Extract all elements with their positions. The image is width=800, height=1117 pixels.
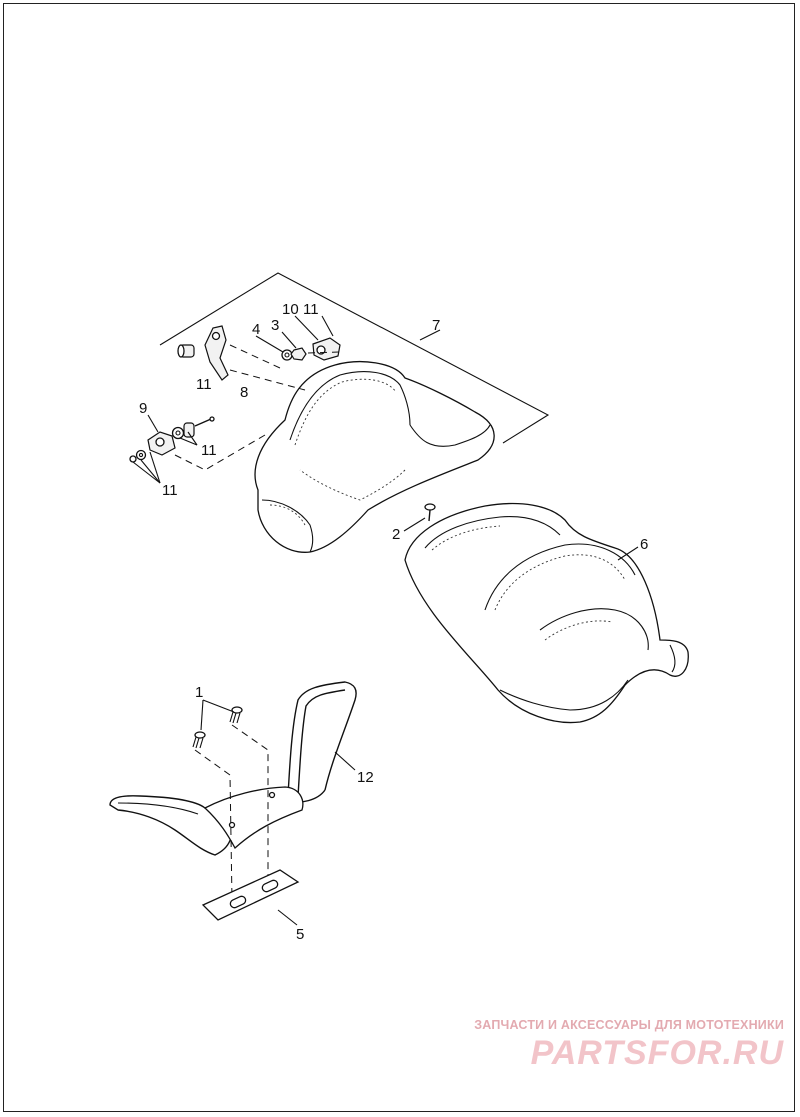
callout-8: 8: [240, 384, 248, 401]
watermark-logo: PARTSFOR.RU: [530, 1034, 784, 1072]
page-border: [3, 3, 795, 1112]
callout-1: 1: [195, 684, 203, 701]
washer-11-a: [171, 426, 185, 440]
mounting-bracket-8: [204, 325, 229, 381]
seat-6: [404, 502, 689, 724]
washer-4: [281, 349, 293, 361]
bolt-1-left: [192, 731, 206, 749]
luggage-rack-12: [109, 681, 357, 856]
callout-11-top-left: 11: [196, 376, 212, 393]
backrest-group-bracket: [159, 272, 550, 444]
callout-2: 2: [392, 526, 400, 543]
callout-5: 5: [296, 926, 304, 943]
bolt-1-right: [229, 706, 243, 724]
bolt-11: [194, 416, 215, 427]
bushing-11-top: [177, 344, 195, 358]
callout-11-top-right: 11: [303, 301, 319, 318]
callout-3: 3: [271, 317, 279, 334]
callout-7: 7: [432, 317, 440, 334]
screw-2: [424, 503, 436, 522]
washers-11-lower: [129, 449, 147, 463]
callout-6: 6: [640, 536, 648, 553]
clamp-10: [312, 337, 341, 361]
spacer-11-b: [183, 422, 195, 438]
callout-11-middle: 11: [201, 442, 217, 459]
mounting-plate-5: [201, 869, 300, 921]
pivot-mount-9: [147, 431, 176, 456]
watermark: ЗАПЧАСТИ И АКСЕССУАРЫ ДЛЯ МОТОТЕХНИКИ PA…: [474, 1018, 784, 1073]
backrest-pad: [254, 361, 495, 553]
watermark-tagline: ЗАПЧАСТИ И АКСЕССУАРЫ ДЛЯ МОТОТЕХНИКИ: [474, 1018, 784, 1032]
callout-9: 9: [139, 400, 147, 417]
callout-4: 4: [252, 321, 260, 338]
callout-12: 12: [357, 769, 374, 786]
nut-3: [290, 347, 307, 361]
callout-11-lower: 11: [162, 482, 178, 499]
callout-10: 10: [282, 301, 299, 318]
